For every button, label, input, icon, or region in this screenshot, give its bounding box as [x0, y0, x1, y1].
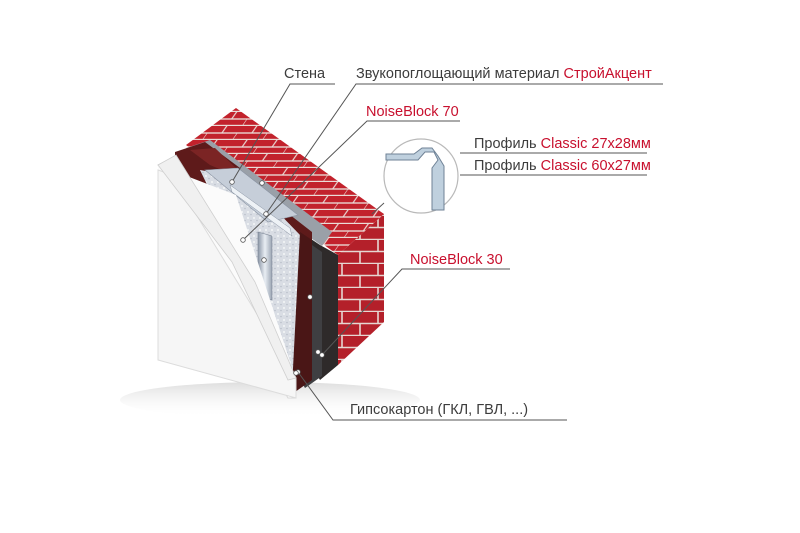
- profile-detail-shape: [385, 147, 445, 211]
- noiseblock30-layer: [292, 232, 312, 392]
- leader-noiseblock70: [240, 120, 460, 243]
- brick-wall-front: [338, 214, 384, 365]
- label-profile2-name: Classic 60x27мм: [540, 158, 651, 174]
- label-drywall: Гипсокартон (ГКЛ, ГВЛ, ...): [350, 402, 529, 418]
- layer-markers: [259, 180, 321, 376]
- leader-wall: [229, 83, 335, 185]
- brick-wall-top: [186, 108, 384, 255]
- label-noiseblock30: NoiseBlock 30: [410, 252, 503, 268]
- leader-lines: [229, 83, 663, 421]
- leader-noiseblock30: [319, 268, 510, 358]
- label-profile2-prefix: Профиль: [474, 158, 537, 174]
- label-noiseblock70: NoiseBlock 70: [366, 104, 459, 120]
- drywall-cut-edge: [157, 154, 297, 381]
- label-wall: Стена: [284, 66, 326, 82]
- label-absorber-text: Звукопоглощающий материал: [356, 66, 560, 82]
- label-profile1: Профиль Classic 27x28мм: [474, 136, 651, 152]
- floor-shadow: [120, 382, 420, 418]
- label-profile1-name: Classic 27x28мм: [540, 136, 651, 152]
- steel-profile-top: [204, 167, 299, 223]
- label-profile1-prefix: Профиль: [474, 136, 537, 152]
- leader-profile-circle: [371, 202, 385, 215]
- leader-absorber: [263, 83, 663, 217]
- leader-drywall: [295, 369, 567, 421]
- label-absorber: Звукопоглощающий материал СтройАкцент: [356, 66, 652, 82]
- label-profile2: Профиль Classic 60x27мм: [474, 158, 651, 174]
- label-absorber-brand: СтройАкцент: [563, 66, 652, 82]
